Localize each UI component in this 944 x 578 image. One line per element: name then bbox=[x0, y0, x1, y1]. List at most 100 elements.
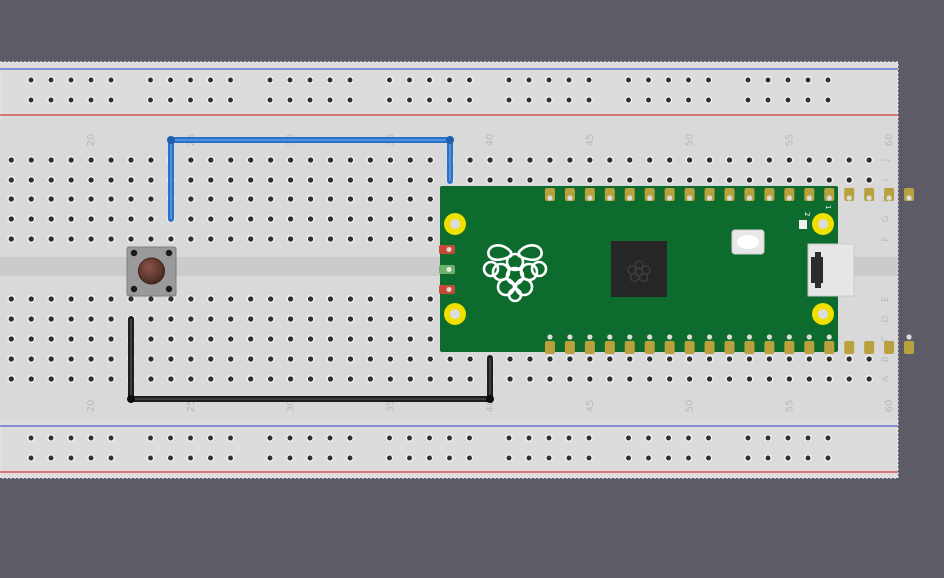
rail-hole[interactable] bbox=[67, 76, 75, 84]
breadboard-hole[interactable] bbox=[685, 156, 694, 164]
breadboard-hole[interactable] bbox=[146, 315, 155, 323]
rail-hole[interactable] bbox=[824, 434, 832, 442]
breadboard-hole[interactable] bbox=[546, 156, 554, 164]
rail-hole[interactable] bbox=[545, 434, 553, 442]
rail-hole[interactable] bbox=[107, 454, 115, 462]
breadboard-hole[interactable] bbox=[366, 156, 375, 164]
rail-hole[interactable] bbox=[107, 76, 115, 84]
rail-hole[interactable] bbox=[206, 96, 215, 104]
breadboard-hole[interactable] bbox=[166, 315, 175, 323]
breadboard-hole[interactable] bbox=[246, 355, 255, 363]
breadboard-hole[interactable] bbox=[166, 235, 175, 243]
breadboard-hole[interactable] bbox=[386, 315, 395, 323]
breadboard-hole[interactable] bbox=[27, 195, 36, 203]
breadboard-hole[interactable] bbox=[186, 215, 195, 223]
breadboard-hole[interactable] bbox=[446, 355, 455, 363]
breadboard-hole[interactable] bbox=[7, 375, 16, 383]
breadboard-hole[interactable] bbox=[246, 195, 255, 203]
rail-hole[interactable] bbox=[425, 96, 434, 104]
raspberry-pi-pico[interactable]: 2 1 bbox=[439, 186, 915, 354]
rail-hole[interactable] bbox=[764, 76, 772, 84]
breadboard-hole[interactable] bbox=[386, 215, 395, 223]
breadboard-hole[interactable] bbox=[506, 375, 514, 383]
breadboard-hole[interactable] bbox=[565, 176, 574, 184]
breadboard-hole[interactable] bbox=[47, 215, 56, 223]
breadboard-hole[interactable] bbox=[326, 295, 335, 303]
rail-hole[interactable] bbox=[326, 454, 334, 462]
breadboard-hole[interactable] bbox=[47, 295, 56, 303]
breadboard-hole[interactable] bbox=[27, 355, 36, 363]
rail-hole[interactable] bbox=[505, 76, 513, 84]
rail-hole[interactable] bbox=[824, 454, 832, 462]
breadboard-hole[interactable] bbox=[146, 195, 155, 203]
breadboard-hole[interactable] bbox=[27, 215, 36, 223]
breadboard-hole[interactable] bbox=[725, 355, 734, 363]
rail-hole[interactable] bbox=[405, 76, 414, 84]
rail-hole[interactable] bbox=[585, 76, 593, 84]
rail-hole[interactable] bbox=[465, 434, 474, 442]
breadboard-hole[interactable] bbox=[67, 215, 76, 223]
rail-hole[interactable] bbox=[107, 434, 115, 442]
breadboard-hole[interactable] bbox=[67, 195, 76, 203]
breadboard-hole[interactable] bbox=[705, 176, 714, 184]
breadboard-hole[interactable] bbox=[426, 195, 435, 203]
breadboard-hole[interactable] bbox=[406, 315, 415, 323]
breadboard-hole[interactable] bbox=[546, 355, 554, 363]
breadboard-hole[interactable] bbox=[206, 295, 215, 303]
breadboard-hole[interactable] bbox=[266, 315, 275, 323]
rail-hole[interactable] bbox=[784, 454, 792, 462]
rail-hole[interactable] bbox=[186, 454, 195, 462]
rail-hole[interactable] bbox=[346, 434, 354, 442]
breadboard-hole[interactable] bbox=[107, 335, 115, 343]
rail-hole[interactable] bbox=[445, 434, 454, 442]
breadboard-hole[interactable] bbox=[346, 375, 355, 383]
rail-hole[interactable] bbox=[166, 454, 175, 462]
breadboard-hole[interactable] bbox=[306, 235, 315, 243]
breadboard-hole[interactable] bbox=[7, 235, 16, 243]
breadboard-hole[interactable] bbox=[7, 315, 16, 323]
rail-hole[interactable] bbox=[87, 454, 95, 462]
rail-hole[interactable] bbox=[824, 96, 832, 104]
breadboard-hole[interactable] bbox=[366, 375, 375, 383]
breadboard-hole[interactable] bbox=[47, 355, 56, 363]
breadboard-hole[interactable] bbox=[845, 375, 854, 383]
breadboard-hole[interactable] bbox=[206, 355, 215, 363]
breadboard-hole[interactable] bbox=[146, 375, 155, 383]
breadboard-hole[interactable] bbox=[27, 235, 36, 243]
rail-hole[interactable] bbox=[784, 434, 792, 442]
breadboard-hole[interactable] bbox=[625, 176, 634, 184]
breadboard-hole[interactable] bbox=[206, 375, 215, 383]
breadboard-hole[interactable] bbox=[346, 315, 355, 323]
breadboard-hole[interactable] bbox=[146, 176, 155, 184]
rail-hole[interactable] bbox=[226, 454, 235, 462]
breadboard-hole[interactable] bbox=[366, 355, 375, 363]
breadboard-hole[interactable] bbox=[426, 235, 435, 243]
rail-hole[interactable] bbox=[684, 434, 693, 442]
breadboard-hole[interactable] bbox=[625, 355, 634, 363]
rail-hole[interactable] bbox=[306, 454, 314, 462]
breadboard-hole[interactable] bbox=[246, 215, 255, 223]
rail-hole[interactable] bbox=[804, 434, 812, 442]
breadboard-hole[interactable] bbox=[87, 235, 96, 243]
rail-hole[interactable] bbox=[445, 96, 454, 104]
rail-hole[interactable] bbox=[545, 454, 553, 462]
breadboard-hole[interactable] bbox=[406, 295, 415, 303]
breadboard-hole[interactable] bbox=[306, 355, 315, 363]
rail-hole[interactable] bbox=[286, 96, 294, 104]
rail-hole[interactable] bbox=[385, 96, 394, 104]
breadboard-hole[interactable] bbox=[87, 335, 96, 343]
breadboard-hole[interactable] bbox=[67, 295, 76, 303]
rail-hole[interactable] bbox=[385, 76, 394, 84]
breadboard-hole[interactable] bbox=[266, 235, 275, 243]
rail-hole[interactable] bbox=[186, 76, 195, 84]
breadboard-hole[interactable] bbox=[825, 176, 834, 184]
breadboard-hole[interactable] bbox=[146, 156, 155, 164]
breadboard-hole[interactable] bbox=[725, 176, 734, 184]
breadboard-hole[interactable] bbox=[27, 176, 36, 184]
breadboard-hole[interactable] bbox=[107, 235, 115, 243]
breadboard-hole[interactable] bbox=[785, 176, 794, 184]
breadboard-hole[interactable] bbox=[426, 176, 435, 184]
breadboard-hole[interactable] bbox=[286, 235, 295, 243]
breadboard-hole[interactable] bbox=[127, 235, 135, 243]
breadboard-hole[interactable] bbox=[226, 156, 235, 164]
